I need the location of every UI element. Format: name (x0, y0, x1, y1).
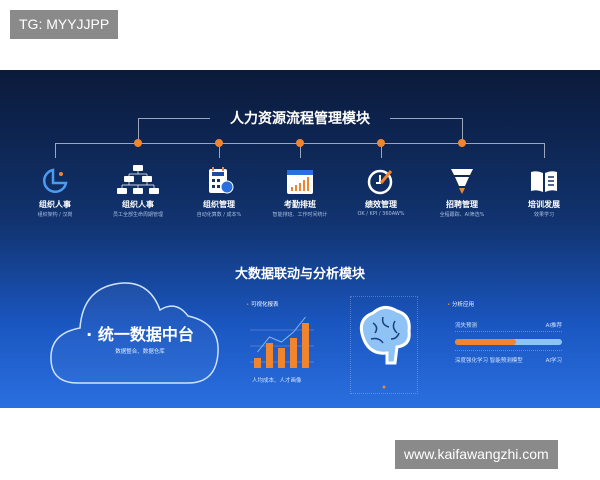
module-label: 组织管理 (203, 200, 235, 209)
chart-bar (278, 348, 285, 368)
pie-chart-icon (43, 168, 68, 193)
watermark-bottom: www.kaifawangzhi.com (395, 440, 558, 469)
chart-bar (290, 338, 297, 368)
calculator-icon (209, 167, 234, 194)
analysis-row2-left: 深度强化学习 智能预测模型 (455, 358, 523, 364)
chart-caption: 人均成本、人才画像 (252, 378, 302, 384)
watermark-top: TG: MYYJJPP (10, 10, 119, 39)
org-chart-icon (117, 165, 159, 194)
module-label: 招聘管理 (446, 200, 478, 209)
chart-bar (302, 323, 309, 368)
node-dot (215, 139, 223, 147)
analysis-row2-right: AI学习 (545, 358, 562, 364)
chart-title: • 可视化报表 (246, 302, 279, 308)
analysis-title: • 分析应用 (447, 302, 475, 308)
module-sub: 组织架构 / 汉岗 (37, 212, 73, 218)
node-dot (458, 139, 466, 147)
analysis-row1-right: AI推荐 (545, 323, 562, 329)
module-sub: 智能排班、工作时间统计 (272, 212, 328, 218)
analysis-row1-left: 流失预测 (455, 323, 478, 329)
module-sub: 员工全部生命周期管理 (112, 212, 163, 218)
module-label: 组织人事 (122, 200, 154, 209)
mini-bar-chart (250, 316, 314, 368)
chart-bar (266, 343, 273, 368)
calendar-chart-icon (287, 170, 313, 194)
module-label: 培训发展 (528, 200, 560, 209)
section2-title: 大数据联动与分析模块 (234, 267, 365, 282)
brain-panel (350, 296, 418, 394)
module-label: 绩效管理 (365, 200, 397, 209)
node-dot (134, 139, 142, 147)
node-dot (296, 139, 304, 147)
analysis-progress-bar (455, 339, 562, 345)
node-dot (377, 139, 385, 147)
infographic-banner: 人力资源流程管理模块 组织人事 组织架构 / 汉岗 组织人事 员工全部生命周期管… (0, 70, 600, 408)
chart-bar (254, 358, 261, 368)
brain-icon (359, 306, 411, 389)
module-sub: OK / KPI / 360AW% (357, 211, 405, 217)
book-icon (531, 171, 557, 192)
module-sub: 全程跟踪、AI筛选% (439, 212, 485, 218)
cloud-shape (50, 282, 219, 384)
module-label: 考勤排班 (284, 200, 316, 209)
funnel-icon (451, 169, 473, 194)
module-sub: 自动化算数 / 成本% (196, 212, 242, 218)
clock-pen-icon (367, 169, 393, 195)
progress-fill (455, 339, 516, 345)
module-label: 组织人事 (39, 200, 71, 209)
module-sub: 效果学习 (533, 212, 554, 218)
cloud-subtitle: 数据整合、数据仓库 (115, 349, 165, 355)
trend-line (257, 316, 306, 353)
cloud-title: · 统一数据中台 (86, 325, 194, 344)
section1-title: 人力资源流程管理模块 (230, 111, 370, 127)
